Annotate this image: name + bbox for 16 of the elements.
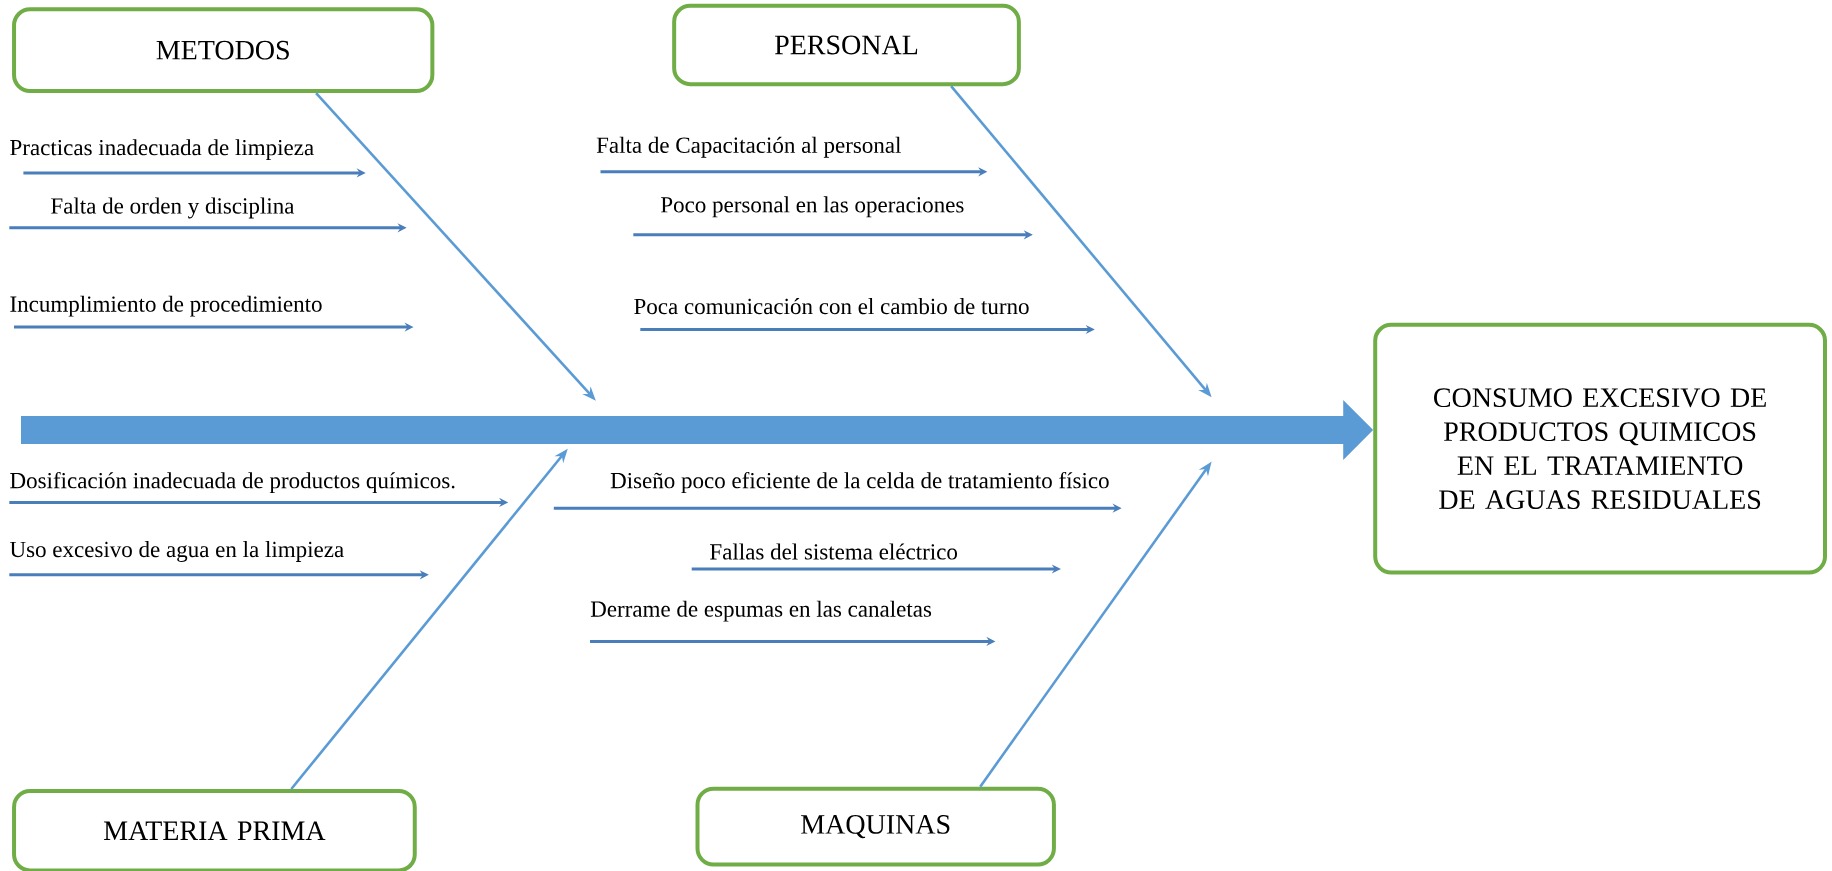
cause-label: Derrame de espumas en las canaletas [590,600,932,622]
cause-label: Poco personal en las operaciones [660,196,964,218]
cause-label: Falta de orden y disciplina [51,197,295,219]
cause-label: Uso excesivo de agua en la limpieza [10,541,344,562]
cause-label: Diseño poco eficiente de la celda de tratamiento físico [610,471,1109,494]
cause-label: Fallas del sistema eléctrico [710,543,958,560]
cause-label: Falta de Capacitación al personal [596,136,901,158]
category-box: MAQUINAS [695,786,1056,867]
cause-label: Practicas inadecuada de limpieza [10,139,314,160]
category-box: PERSONAL [672,3,1021,87]
cause-label: Dosificación inadecuada de productos químicos. [10,471,455,494]
category-box: METODOS [12,7,435,94]
cause-label: Incumplimiento de procedimiento [10,295,322,317]
effect-box: CONSUMO EXCESIVO DE PRODUCTOS QUIMICOS EN EL TRATAMIENTO DE AGUAS RESIDUALES [1373,322,1827,575]
cause-label: Poca comunicación con el cambio de turno [634,298,1029,315]
category-box: MATERIA PRIMA [12,789,417,871]
